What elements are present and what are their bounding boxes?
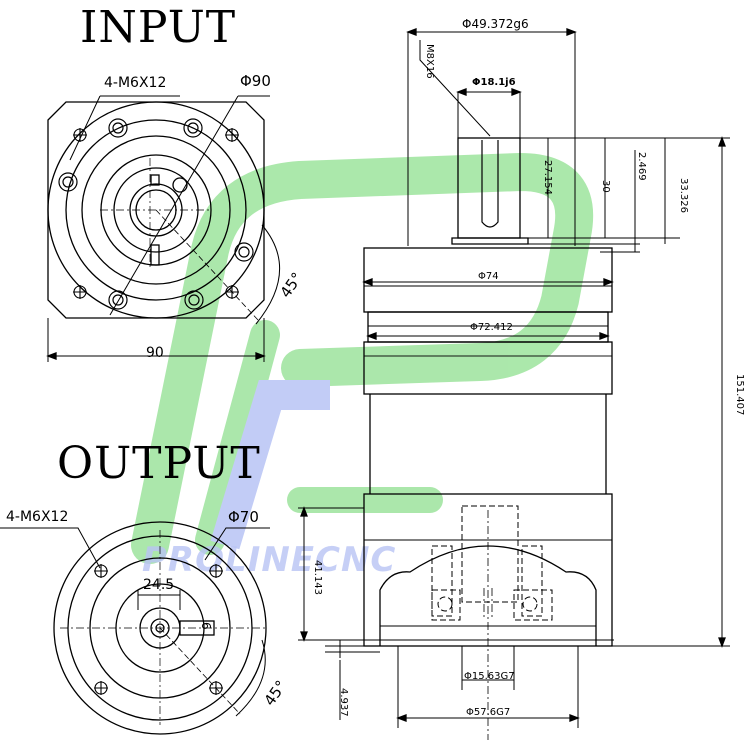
spigot-dia-dim: Φ57.6G7 — [466, 707, 511, 718]
shoulder-dim: 2.469 — [636, 152, 647, 181]
dia-72-dim: Φ72.412 — [470, 322, 513, 333]
output-flange-view — [0, 521, 270, 735]
input-width-dim: 90 — [146, 345, 164, 361]
input-title: INPUT — [80, 2, 237, 53]
shaft-len-dim: 27.154 — [542, 160, 553, 195]
output-title: OUTPUT — [57, 438, 261, 489]
output-keyway-dim: 6 — [199, 622, 213, 630]
watermark-text: PROLINECNC — [142, 540, 397, 580]
output-offset-dim: 24.5 — [143, 577, 175, 593]
input-len-dim: 33.326 — [678, 178, 689, 213]
input-pcd-callout: Φ90 — [240, 72, 271, 90]
output-bolt-callout: 4-M6X12 — [6, 509, 69, 525]
total-len-dim: 151.407 — [734, 374, 745, 416]
top-dia-dim: Φ49.372g6 — [462, 17, 529, 31]
base-offset-dim: 4.937 — [338, 688, 349, 717]
flange-h-dim: 41.143 — [312, 560, 323, 595]
output-pcd-callout: Φ70 — [228, 508, 259, 526]
side-elevation-view — [298, 28, 730, 740]
thread-callout: M8X16 — [424, 44, 435, 79]
shaft-dia-dim: Φ18.1j6 — [472, 77, 516, 88]
shaft-total-dim: 30 — [600, 180, 611, 193]
input-bolt-callout: 4-M6X12 — [104, 75, 167, 91]
dia-74-dim: Φ74 — [478, 271, 499, 282]
input-flange-view — [46, 95, 281, 362]
bore-dia-dim: Φ15.63G7 — [464, 671, 515, 682]
